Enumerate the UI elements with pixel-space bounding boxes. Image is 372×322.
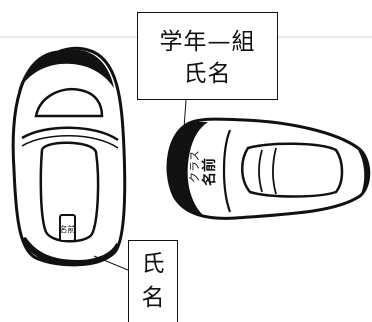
right-shoe-tag-line2: 名前 [201,158,218,186]
right-shoe-sole-line-1 [258,149,263,193]
bottom-callout-box: 氏 名 [128,240,178,322]
right-shoe-heel-cap [167,122,208,218]
left-shoe-toe-cap [18,49,114,92]
bottom-callout-leader [93,255,129,271]
top-callout-box: 学年—組 氏名 [137,12,278,100]
left-shoe-heel-edge [22,236,120,267]
left-shoe-name-patch [59,214,76,242]
left-shoe-toe-arch [34,87,104,118]
top-callout-leader [183,99,187,129]
left-shoe-elastic-band-lower [21,135,119,149]
top-callout-line1: 学年—組 [159,29,256,55]
bottom-callout-line2: 名 [141,285,165,311]
left-shoe-elastic-band [21,126,119,142]
left-shoe-inner-sole [39,141,100,243]
right-shoe-tag-line1: クラス [188,150,201,183]
right-shoe-inner-sole [241,142,344,198]
right-shoe: クラス 名前 [166,117,371,220]
left-shoe: 名前 [11,46,127,267]
right-shoe-sole-line-2 [272,147,277,195]
left-shoe-tag-text: 名前 [60,224,76,234]
right-shoe-elastic-band [222,129,232,213]
right-shoe-toe-tip [358,150,369,196]
top-callout-line2: 氏名 [183,61,232,87]
bottom-callout-line1: 氏 [141,251,165,277]
